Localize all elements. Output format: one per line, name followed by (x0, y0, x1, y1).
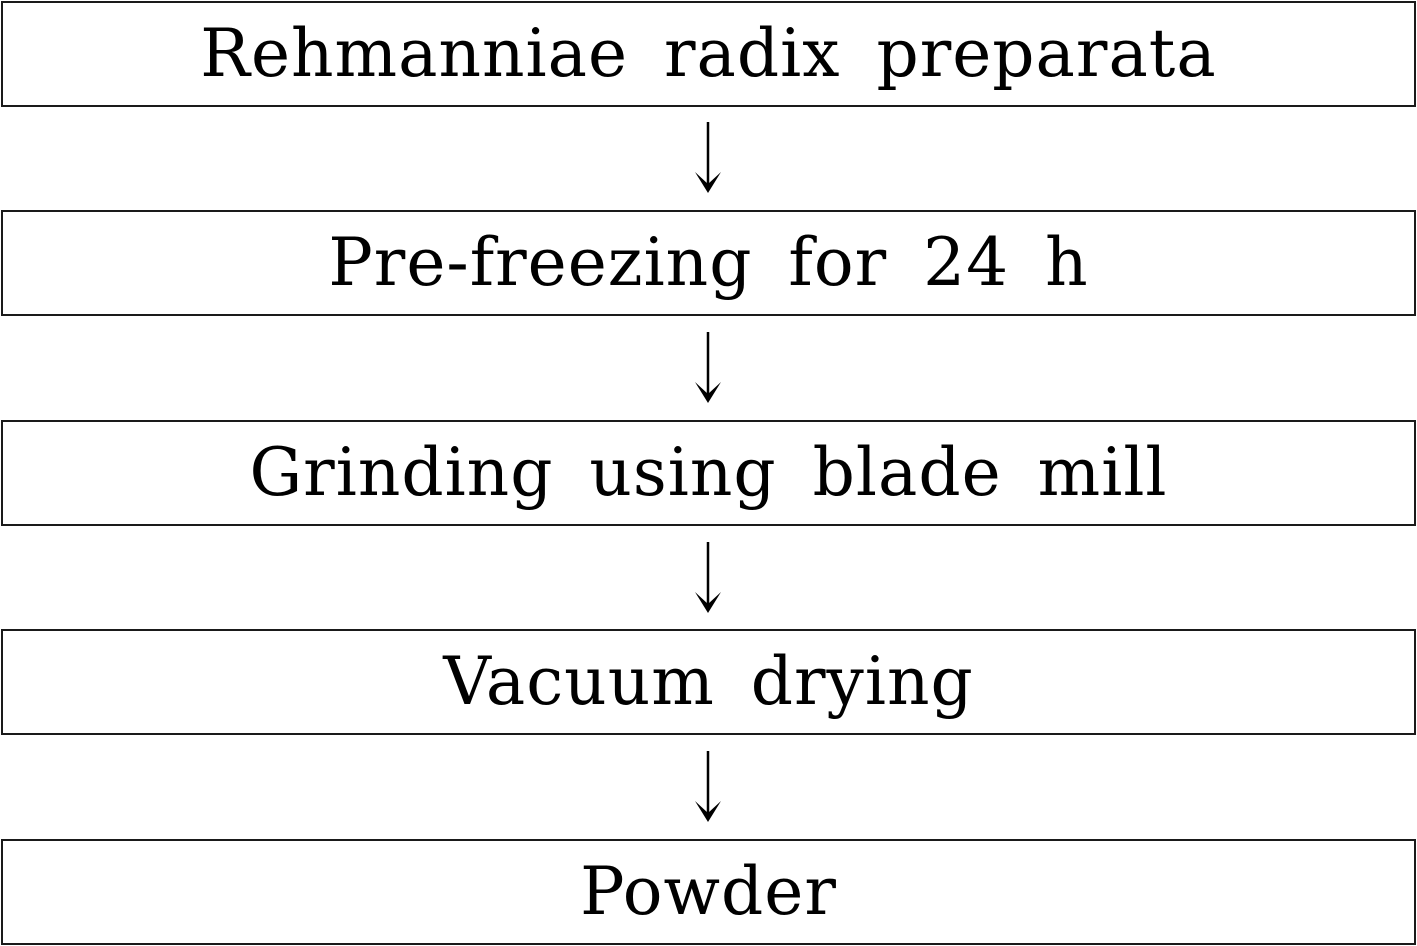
down-arrow-icon (695, 751, 721, 822)
step-box-powder: Powder (1, 839, 1416, 945)
step-box-grinding: Grinding using blade mill (1, 420, 1416, 526)
step-label: Powder (580, 853, 837, 930)
step-box-rehmanniae-radix-preparata: Rehmanniae radix preparata (1, 1, 1416, 107)
step-label: Pre-freezing for 24 h (328, 224, 1089, 301)
step-label: Rehmanniae radix preparata (200, 15, 1217, 92)
step-box-vacuum-drying: Vacuum drying (1, 629, 1416, 735)
down-arrow-icon (695, 122, 721, 193)
step-label: Grinding using blade mill (249, 434, 1168, 511)
down-arrow-icon (695, 542, 721, 613)
step-box-pre-freezing: Pre-freezing for 24 h (1, 210, 1416, 316)
step-label: Vacuum drying (443, 643, 974, 720)
down-arrow-icon (695, 332, 721, 403)
